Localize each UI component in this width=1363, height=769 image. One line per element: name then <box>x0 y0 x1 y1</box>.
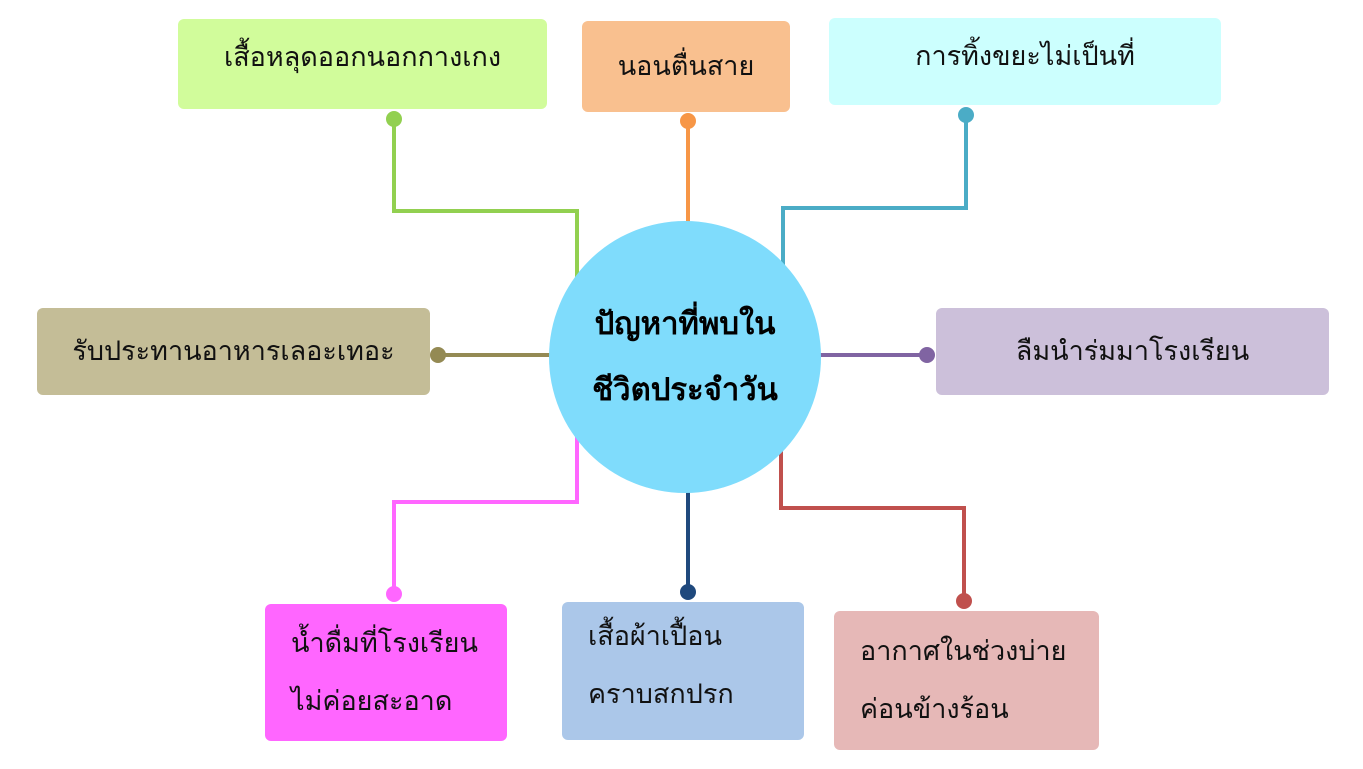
central-topic[interactable]: ปัญหาที่พบใน ชีวิตประจำวัน <box>549 221 821 493</box>
node-stained-clothes[interactable]: เสื้อผ้าเปื้อน คราบสกปรก <box>562 602 804 740</box>
node-label-line-2: ค่อนข้างร้อน <box>860 693 1009 725</box>
node-littering[interactable]: การทิ้งขยะไม่เป็นที่ <box>829 18 1221 105</box>
central-topic-line-2: ชีวิตประจำวัน <box>592 372 778 408</box>
connector-dot <box>430 347 446 363</box>
node-label: การทิ้งขยะไม่เป็นที่ <box>915 41 1135 72</box>
node-label-line-2: ไม่ค่อยสะอาด <box>291 685 453 717</box>
node-dirty-water[interactable]: น้ำดื่มที่โรงเรียน ไม่ค่อยสะอาด <box>265 604 507 741</box>
node-label: เสื้อหลุดออกนอกกางเกง <box>223 42 502 73</box>
node-messy-eating[interactable]: รับประทานอาหารเลอะเทอะ <box>37 308 430 395</box>
node-label: ลืมนำร่มมาโรงเรียน <box>1015 335 1250 367</box>
connector-dot <box>680 113 696 129</box>
node-label-line-1: อากาศในช่วงบ่าย <box>860 635 1067 667</box>
connector-dot <box>956 593 972 609</box>
connector-6 <box>392 436 579 594</box>
node-label-line-1: เสื้อผ้าเปื้อน <box>588 621 722 652</box>
connector-dot <box>680 584 696 600</box>
node-label: รับประทานอาหารเลอะเทอะ <box>72 335 395 367</box>
connector-8 <box>779 448 966 601</box>
node-forgot-umbrella[interactable]: ลืมนำร่มมาโรงเรียน <box>936 308 1329 395</box>
connector-1 <box>392 119 579 278</box>
connector-3 <box>781 115 968 270</box>
connector-dot <box>386 111 402 127</box>
node-label-line-1: น้ำดื่มที่โรงเรียน <box>291 627 478 659</box>
node-shirt-untucked[interactable]: เสื้อหลุดออกนอกกางเกง <box>178 19 547 109</box>
central-topic-line-1: ปัญหาที่พบใน <box>594 306 776 342</box>
connector-dot <box>386 586 402 602</box>
connector-dot <box>919 347 935 363</box>
node-hot-afternoon[interactable]: อากาศในช่วงบ่าย ค่อนข้างร้อน <box>834 611 1099 750</box>
node-label: นอนตื่นสาย <box>617 50 755 82</box>
node-wake-late[interactable]: นอนตื่นสาย <box>582 21 790 112</box>
node-label-line-2: คราบสกปรก <box>588 679 734 710</box>
connector-dot <box>958 107 974 123</box>
